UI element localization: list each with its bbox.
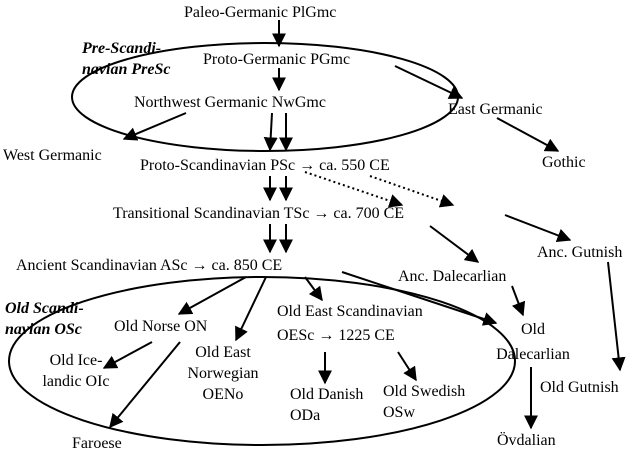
node-proto-scandinavian: Proto-Scandinavian PSc → ca. 550 CE <box>140 157 390 174</box>
group-pre-scandinavian-line2: navian PreSc <box>82 61 171 78</box>
edge-ancient-oldeastscand <box>304 276 323 302</box>
node-old-dalecarlian: Old Dalecarlian <box>495 320 571 364</box>
edge-ancient-oldeastnorwegian <box>235 276 267 342</box>
edge-protoscand-ancgutnish-dotted <box>304 171 404 208</box>
node-transitional-scandinavian: Transitional Scandinavian TSc → ca. 700 … <box>113 205 405 222</box>
group-old-scandinavian-line1: Old Scandi- <box>5 300 84 317</box>
edge-eastgermanic-gothic <box>496 117 560 152</box>
node-gothic: Gothic <box>542 154 586 171</box>
node-old-swedish-line1: Old Swedish <box>383 383 466 400</box>
node-ovdalian: Övdalian <box>497 432 556 449</box>
edge-protoscand-ancdalecarlian-dotted <box>369 175 455 208</box>
node-old-east-scandinavian: Old East Scandinavian OESc → 1225 CE <box>277 302 423 345</box>
edge-ancient-olddalecarlian <box>341 271 498 326</box>
group-old-scandinavian-label: Old Scandi- navian OSc <box>5 298 84 340</box>
node-old-swedish-line2: OSw <box>383 404 416 421</box>
edge-northwest-protoscand-a <box>263 112 278 152</box>
node-old-dalecarlian-line2: Dalecarlian <box>496 346 570 363</box>
edge-ancient-oldnorse <box>177 276 247 315</box>
edge-oldnorse-faroese <box>109 341 181 429</box>
node-old-danish: Old Danish ODa <box>290 385 363 425</box>
edge-oesc-oldswedish <box>397 351 417 382</box>
edge-northwest-westgermanic <box>122 112 187 141</box>
edge-ancgutnish-oldgutnish <box>607 261 626 372</box>
node-old-gutnish: Old Gutnish <box>540 379 619 396</box>
node-proto-germanic: Proto-Germanic PGmc <box>203 51 351 68</box>
node-anc-gutnish: Anc. Gutnish <box>537 244 623 261</box>
node-old-norse: Old Norse ON <box>114 318 208 335</box>
node-old-icelandic: Old Ice- landic OIc <box>36 351 116 391</box>
group-old-scandinavian-line2: navian OSc <box>5 321 82 338</box>
node-anc-dalecarlian: Anc. Dalecarlian <box>398 268 507 285</box>
node-old-dalecarlian-line1: Old <box>521 321 545 338</box>
node-old-danish-line2: ODa <box>290 407 321 424</box>
node-old-icelandic-line1: Old Ice- <box>49 352 103 369</box>
edge-ancdalecarlian-olddalecarlian <box>511 285 526 317</box>
group-pre-scandinavian-line1: Pre-Scandi- <box>82 40 162 57</box>
node-old-east-scandinavian-line1: Old East Scandinavian <box>277 303 423 320</box>
node-old-east-norwegian: Old East Norwegian OENo <box>183 343 263 404</box>
node-old-danish-line1: Old Danish <box>290 386 364 403</box>
edge-oldnorse-oldicelandic <box>102 341 153 369</box>
node-ancient-scandinavian: Ancient Scandinavian ASc → ca. 850 CE <box>16 257 283 274</box>
edge-protogermanic-eastgermanic <box>394 65 464 99</box>
edge-transitional-ancgutnish <box>504 214 572 243</box>
node-east-germanic: East Germanic <box>448 101 543 118</box>
node-northwest-germanic: Northwest Germanic NwGmc <box>134 94 326 111</box>
node-old-icelandic-line2: landic OIc <box>42 373 110 390</box>
node-old-east-scandinavian-line2: OESc → 1225 CE <box>277 327 395 344</box>
node-old-east-norwegian-line2: Norwegian <box>187 365 259 382</box>
group-pre-scandinavian-label: Pre-Scandi- navian PreSc <box>82 38 170 80</box>
edge-transitional-ancdalecarlian <box>429 225 480 263</box>
node-old-east-norwegian-line1: Old East <box>195 344 251 361</box>
node-west-germanic: West Germanic <box>3 147 102 164</box>
node-old-swedish: Old Swedish OSw <box>383 382 465 422</box>
old-scandinavian-ellipse <box>8 276 516 446</box>
node-old-east-norwegian-line3: OENo <box>202 386 244 403</box>
node-faroese: Faroese <box>72 435 122 452</box>
node-paleo-germanic: Paleo-Germanic PlGmc <box>184 4 337 21</box>
